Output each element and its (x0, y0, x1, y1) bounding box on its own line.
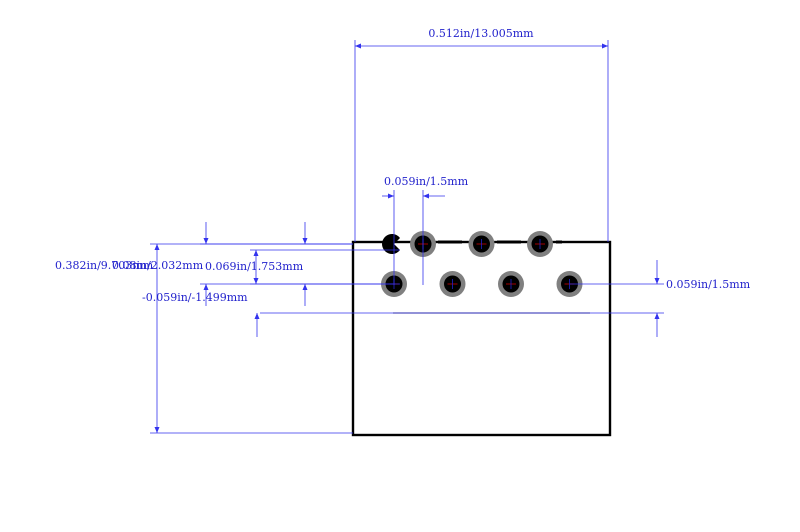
dim-pad-offset-label: 0.069in/1.753mm (205, 260, 304, 273)
dim-overall-height-label: 0.382in/9.703mm (55, 259, 154, 272)
pin1-marker-icon (382, 234, 400, 255)
pad-bottom-2 (439, 271, 466, 297)
dim-pin-pitch-label: 0.059in/1.5mm (384, 175, 469, 188)
body-outline (351, 240, 612, 437)
dim-overall-width: 0.512in/13.005mm (354, 27, 609, 242)
pad-top-3 (527, 231, 553, 257)
dim-pad-dia: 0.059in/1.5mm (254, 260, 751, 337)
dim-overall-width-label: 0.512in/13.005mm (428, 27, 534, 40)
pad-group (381, 231, 583, 297)
dim-pin1-offset: -0.059in/-1.499mm (142, 222, 393, 306)
dim-pin1-offset-label: -0.059in/-1.499mm (142, 291, 248, 304)
dim-overall-height: 0.382in/9.703mm (55, 243, 353, 434)
courtyard-outline (352, 241, 611, 436)
dim-pin-pitch: 0.059in/1.5mm (382, 175, 469, 285)
pad-top-2 (468, 231, 495, 257)
dim-pad-offset: 0.069in/1.753mm (205, 249, 400, 285)
dim-pad-dia-label: 0.059in/1.5mm (666, 278, 751, 291)
pad-bottom-3 (498, 271, 524, 297)
pad-bottom-4 (556, 271, 583, 297)
dim-row-pitch-label: 0.08in/2.032mm (112, 259, 204, 272)
